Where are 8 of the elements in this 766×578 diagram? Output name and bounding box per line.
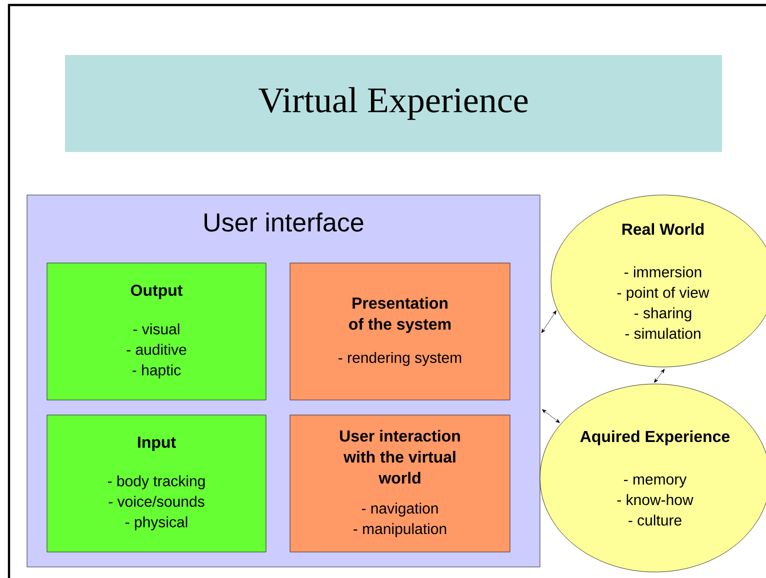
- component-box: Output - visual - auditive - haptic: [46, 262, 266, 400]
- arrow: [541, 310, 556, 334]
- component-box: Input - body tracking - voice/sounds - physical: [46, 414, 266, 552]
- arrow: [654, 368, 665, 383]
- title-banner: Virtual Experience: [65, 55, 722, 152]
- component-box: User interaction with the virtual world - navigation - manipulation: [290, 414, 510, 552]
- component-box: Presentation of the system - rendering system: [290, 262, 510, 400]
- arrow: [542, 409, 560, 423]
